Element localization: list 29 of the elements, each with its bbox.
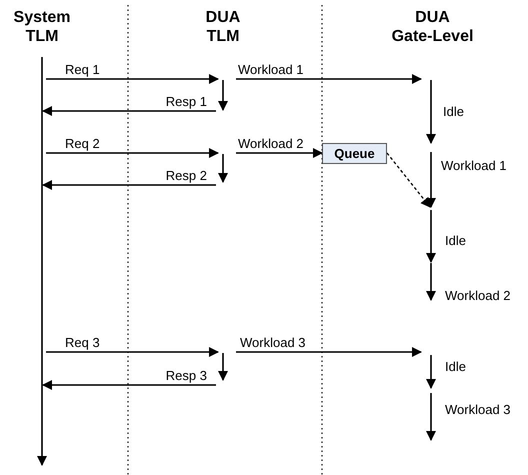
arrow: [236, 347, 422, 357]
state-label: Idle: [445, 233, 466, 248]
arrow: [236, 74, 422, 84]
state-label: Idle: [443, 104, 464, 119]
arrow: [46, 74, 219, 84]
edge-label: Req 2: [65, 136, 100, 151]
edge-label: Req 1: [65, 62, 100, 77]
arrow: [42, 106, 216, 116]
state-label: Workload 2: [445, 288, 511, 303]
lifeline-heading: System TLM: [12, 8, 72, 46]
dashed-arrow: [386, 152, 431, 208]
state-label: Workload 1: [441, 158, 507, 173]
state-label: Idle: [445, 359, 466, 374]
lifeline-heading: DUA Gate-Level: [390, 8, 474, 46]
arrow: [42, 380, 216, 390]
edge-label: Resp 1: [166, 94, 207, 109]
arrow: [46, 347, 219, 357]
state-label: Workload 3: [445, 402, 511, 417]
lifeline-heading: DUA TLM: [204, 8, 242, 46]
edge-label: Req 3: [65, 335, 100, 350]
arrow: [236, 148, 323, 158]
edge-label: Workload 3: [240, 335, 306, 350]
edge-label: Resp 2: [166, 168, 207, 183]
edge-label: Workload 2: [238, 136, 304, 151]
edge-label: Workload 1: [238, 62, 304, 77]
edge-label: Resp 3: [166, 368, 207, 383]
arrow: [46, 148, 219, 158]
arrow: [42, 180, 216, 190]
queue-box: Queue: [322, 143, 387, 164]
